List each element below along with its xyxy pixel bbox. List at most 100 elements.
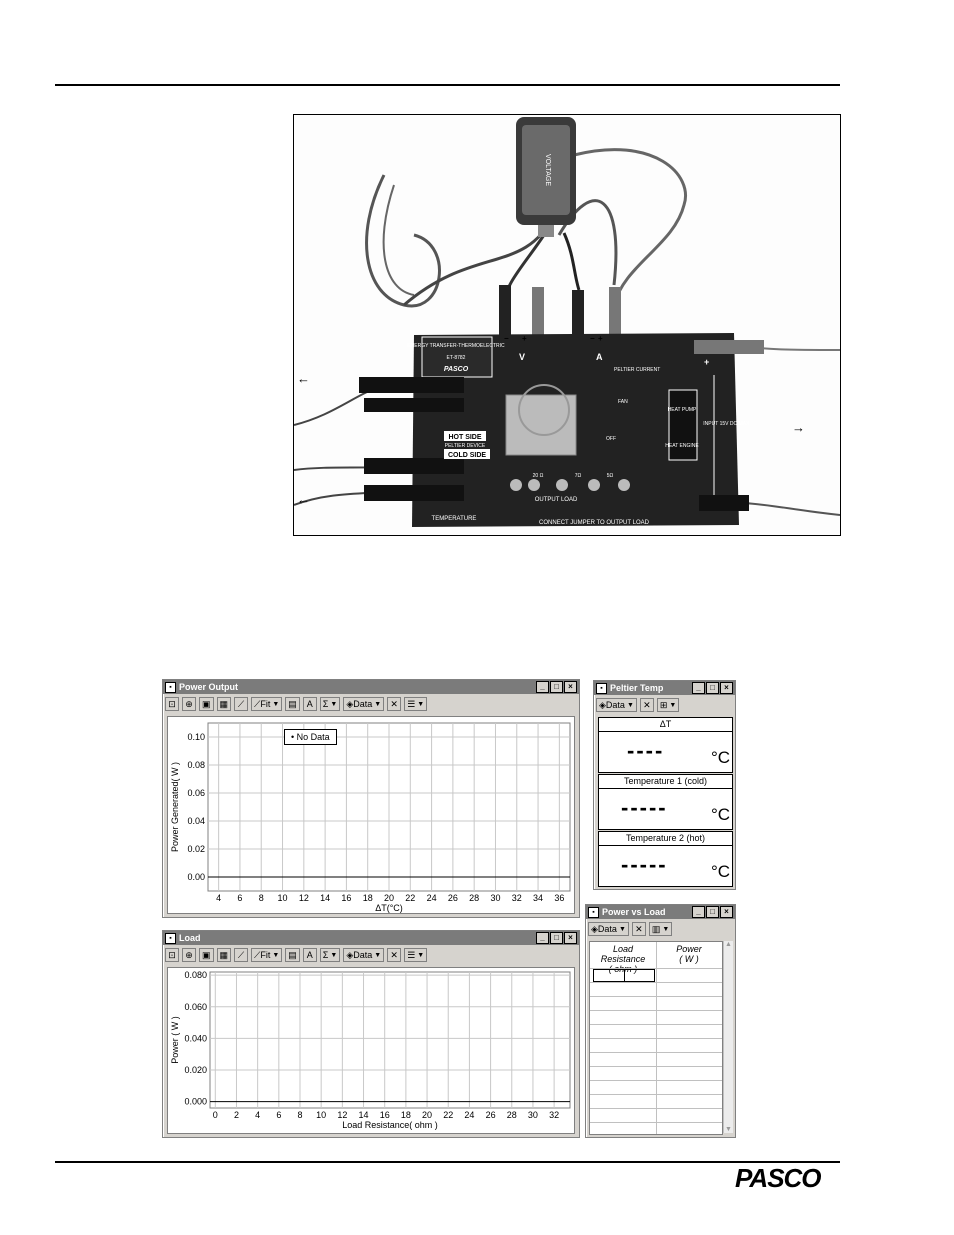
table-row[interactable]: [590, 1122, 722, 1123]
window-icon: ▪: [165, 681, 176, 693]
table-row[interactable]: [590, 1108, 722, 1109]
table-row[interactable]: [590, 996, 722, 997]
fan-label: FAN: [618, 399, 628, 405]
active-cell[interactable]: [593, 969, 655, 982]
autoscale-icon[interactable]: ⊡: [165, 948, 179, 962]
clipboard-icon[interactable]: ▣: [199, 948, 214, 962]
minimize-button[interactable]: _: [692, 682, 705, 694]
columns-dropdown[interactable]: ▥▼: [648, 922, 673, 936]
data-label: Data: [605, 700, 625, 710]
table-row[interactable]: [590, 982, 722, 983]
header-rule: [55, 84, 840, 86]
meter-delta-t: ΔT ---- °C: [598, 717, 733, 773]
peltier-temp-window[interactable]: ▪ Peltier Temp _ □ × ◈Data▼ ✕ ⊞▼ ΔT ----…: [593, 680, 736, 890]
window-icon: ▪: [165, 932, 176, 944]
maximize-button[interactable]: □: [706, 906, 719, 918]
zoom-icon[interactable]: ⊕: [182, 948, 196, 962]
minimize-button[interactable]: _: [536, 932, 549, 944]
x-tick-label: 18: [363, 893, 373, 903]
minimize-button[interactable]: _: [692, 906, 705, 918]
grid-icon[interactable]: ▦: [216, 948, 232, 962]
x-tick-label: 22: [443, 1110, 453, 1120]
x-tick-label: 14: [320, 893, 330, 903]
delete-icon[interactable]: ✕: [387, 697, 402, 711]
load-window[interactable]: ▪ Load _ □ × ⊡ ⊕ ▣ ▦ ⟋ ⟋Fit▼ ▤ A Σ▼ ◈Dat…: [162, 930, 580, 1138]
meter-unit: °C: [711, 748, 731, 767]
x-tick-label: 32: [512, 893, 522, 903]
power-vs-load-window[interactable]: ▪ Power vs Load _ □ × ◈Data▼ ✕ ▥▼ Load R…: [585, 904, 736, 1138]
table-row[interactable]: [590, 1052, 722, 1053]
meter-unit: °C: [711, 862, 731, 881]
table-scrollbar[interactable]: ▲ ▼: [723, 941, 733, 1133]
window-icon: ▪: [588, 906, 599, 918]
y-tick-label: 0.08: [187, 760, 205, 770]
heat-pump-label: HEAT PUMP: [668, 407, 697, 413]
close-button[interactable]: ×: [720, 906, 733, 918]
calculator-icon[interactable]: ▤: [285, 697, 300, 711]
scroll-down-icon[interactable]: ▼: [725, 1126, 732, 1133]
pasco-logo: PASCO: [735, 1163, 822, 1193]
table-row[interactable]: [590, 1094, 722, 1095]
a-minus: −: [590, 334, 595, 343]
data-table[interactable]: Load Resistance ( ohm ) Power ( W ): [589, 941, 723, 1135]
settings-dropdown[interactable]: ☰▼: [404, 697, 428, 711]
delete-icon[interactable]: ✕: [639, 698, 654, 712]
data-dropdown[interactable]: ◈Data▼: [343, 948, 385, 962]
x-tick-label: 12: [299, 893, 309, 903]
slope-icon[interactable]: ⟋: [234, 697, 249, 711]
x-tick-label: 20: [422, 1110, 432, 1120]
x-tick-label: 6: [276, 1110, 281, 1120]
window-title: Power vs Load: [602, 907, 666, 917]
a-label: A: [596, 352, 603, 362]
data-dropdown[interactable]: ◈Data▼: [588, 922, 629, 936]
close-button[interactable]: ×: [564, 932, 577, 944]
delete-icon[interactable]: ✕: [631, 922, 646, 936]
fit-dropdown[interactable]: ⟋Fit▼: [251, 697, 283, 711]
display-dropdown[interactable]: ⊞▼: [656, 698, 680, 712]
peltier-titlebar[interactable]: ▪ Peltier Temp _ □ ×: [594, 681, 735, 695]
scroll-up-icon[interactable]: ▲: [725, 941, 732, 948]
autoscale-icon[interactable]: ⊡: [165, 697, 179, 711]
table-row[interactable]: [590, 1038, 722, 1039]
maximize-button[interactable]: □: [550, 932, 563, 944]
load-titlebar[interactable]: ▪ Load _ □ ×: [163, 931, 579, 945]
x-tick-label: 4: [255, 1110, 260, 1120]
table-row[interactable]: [590, 1024, 722, 1025]
data-dropdown[interactable]: ◈Data▼: [596, 698, 637, 712]
temperature-label: TEMPERATURE: [432, 516, 477, 522]
peltier-current-label: PELTIER CURRENT: [614, 367, 660, 373]
close-button[interactable]: ×: [720, 682, 733, 694]
calculator-icon[interactable]: ▤: [285, 948, 300, 962]
maximize-button[interactable]: □: [706, 682, 719, 694]
window-title: Load: [179, 933, 201, 943]
font-button[interactable]: A: [302, 948, 317, 962]
x-tick-label: 10: [316, 1110, 326, 1120]
settings-dropdown[interactable]: ☰▼: [404, 948, 428, 962]
zoom-icon[interactable]: ⊕: [182, 697, 196, 711]
power-output-window[interactable]: ▪ Power Output _ □ × ⊡ ⊕ ▣ ▦ ⟋ ⟋Fit▼ ▤ A…: [162, 679, 580, 918]
table-row[interactable]: [590, 1010, 722, 1011]
statistics-dropdown[interactable]: Σ▼: [319, 948, 341, 962]
data-label: Data: [597, 924, 617, 934]
minimize-button[interactable]: _: [536, 681, 549, 693]
slope-icon[interactable]: ⟋: [234, 948, 249, 962]
font-button[interactable]: A: [302, 697, 317, 711]
statistics-dropdown[interactable]: Σ▼: [319, 697, 341, 711]
fit-dropdown[interactable]: ⟋Fit▼: [251, 948, 283, 962]
meter-unit: °C: [711, 805, 731, 824]
power-output-titlebar[interactable]: ▪ Power Output _ □ ×: [163, 680, 579, 694]
table-row[interactable]: [590, 968, 722, 969]
table-row[interactable]: [590, 1080, 722, 1081]
clipboard-icon[interactable]: ▣: [199, 697, 214, 711]
column-header-power: Power ( W ): [656, 944, 722, 964]
table-titlebar[interactable]: ▪ Power vs Load _ □ ×: [586, 905, 735, 919]
close-button[interactable]: ×: [564, 681, 577, 693]
table-row[interactable]: [590, 1066, 722, 1067]
delete-icon[interactable]: ✕: [387, 948, 402, 962]
x-tick-label: 24: [427, 893, 437, 903]
data-dropdown[interactable]: ◈Data▼: [343, 697, 385, 711]
maximize-button[interactable]: □: [550, 681, 563, 693]
grid-icon[interactable]: ▦: [216, 697, 232, 711]
